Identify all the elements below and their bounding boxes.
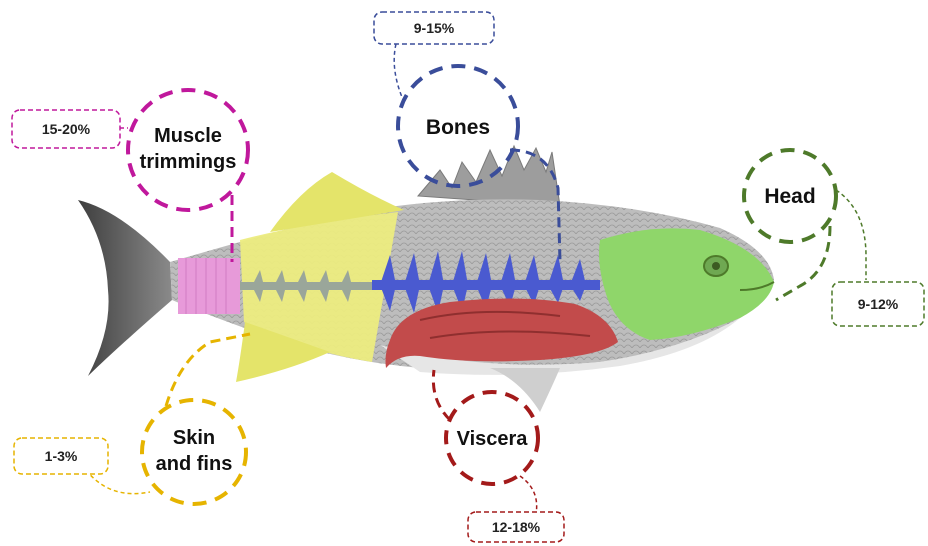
bones-label: Bones xyxy=(426,116,490,139)
callout-skin: 1-3% Skin and fins xyxy=(14,334,250,504)
callout-head: 9-12% Head xyxy=(744,150,924,326)
skin-label-line1: Skin xyxy=(173,427,215,449)
head-percent: 9-12% xyxy=(858,296,899,312)
muscle-label-line1: Muscle xyxy=(154,125,222,147)
viscera-label: Viscera xyxy=(457,428,529,450)
bones-percent: 9-15% xyxy=(414,20,455,36)
muscle-region xyxy=(178,258,240,314)
dorsal-fin xyxy=(418,146,560,206)
head-label: Head xyxy=(764,185,815,208)
viscera-percent: 12-18% xyxy=(492,519,541,535)
muscle-circle xyxy=(128,90,248,210)
muscle-percent: 15-20% xyxy=(42,121,91,137)
skin-percent: 1-3% xyxy=(45,448,78,464)
tail-fin xyxy=(78,200,172,376)
skin-label-line2: and fins xyxy=(156,453,233,475)
skin-circle xyxy=(142,400,246,504)
muscle-label-line2: trimmings xyxy=(140,151,237,173)
